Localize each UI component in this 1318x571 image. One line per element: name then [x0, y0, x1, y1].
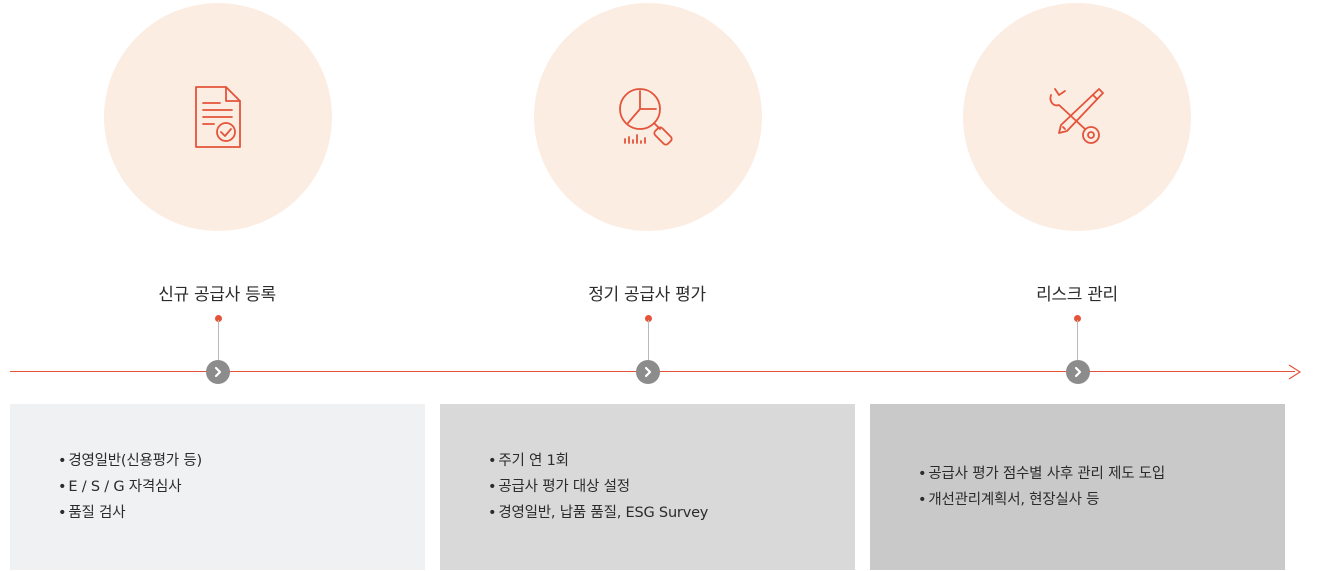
- step-3-connector-line: [1077, 320, 1078, 360]
- step-2-connector-dot: [645, 315, 652, 322]
- chart-magnifier-icon: [619, 88, 673, 146]
- step-3-connector-dot: [1074, 315, 1081, 322]
- list-item: 품질 검사: [58, 500, 425, 526]
- step-3-title: 리스크 관리: [1036, 285, 1118, 305]
- list-item: 공급사 평가 대상 설정: [488, 474, 855, 500]
- tools-icon: [1049, 88, 1104, 144]
- step-1-detail-list: 경영일반(신용평가 등) E / S / G 자격심사 품질 검사: [58, 448, 425, 526]
- list-item: 공급사 평가 점수별 사후 관리 제도 도입: [918, 461, 1285, 487]
- step-1-connector-dot: [215, 315, 222, 322]
- step-3-circle: [963, 3, 1191, 231]
- list-item: E / S / G 자격심사: [58, 474, 425, 500]
- chevron-right-icon: [214, 366, 222, 378]
- step-2-detail-list: 주기 연 1회 공급사 평가 대상 설정 경영일반, 납품 품질, ESG Su…: [488, 448, 855, 526]
- step-3-detail-list: 공급사 평가 점수별 사후 관리 제도 도입 개선관리계획서, 현장실사 등: [918, 461, 1285, 513]
- step-1-detail-box: 경영일반(신용평가 등) E / S / G 자격심사 품질 검사: [10, 404, 425, 570]
- arrow-right-icon: [1288, 364, 1302, 380]
- chevron-right-icon: [644, 366, 652, 378]
- chevron-right-icon: [1074, 366, 1082, 378]
- step-1-circle: [104, 3, 332, 231]
- step-1-marker[interactable]: [206, 360, 230, 384]
- list-item: 경영일반(신용평가 등): [58, 448, 425, 474]
- step-3-marker[interactable]: [1066, 360, 1090, 384]
- step-3-detail-box: 공급사 평가 점수별 사후 관리 제도 도입 개선관리계획서, 현장실사 등: [870, 404, 1285, 570]
- step-1-title: 신규 공급사 등록: [158, 285, 276, 305]
- step-1-connector-line: [218, 320, 219, 360]
- list-item: 경영일반, 납품 품질, ESG Survey: [488, 500, 855, 526]
- step-2-connector-line: [648, 320, 649, 360]
- list-item: 주기 연 1회: [488, 448, 855, 474]
- step-2-marker[interactable]: [636, 360, 660, 384]
- step-2-detail-box: 주기 연 1회 공급사 평가 대상 설정 경영일반, 납품 품질, ESG Su…: [440, 404, 855, 570]
- list-item: 개선관리계획서, 현장실사 등: [918, 487, 1285, 513]
- document-check-icon: [195, 86, 241, 148]
- step-2-circle: [534, 3, 762, 231]
- step-2-title: 정기 공급사 평가: [588, 285, 706, 305]
